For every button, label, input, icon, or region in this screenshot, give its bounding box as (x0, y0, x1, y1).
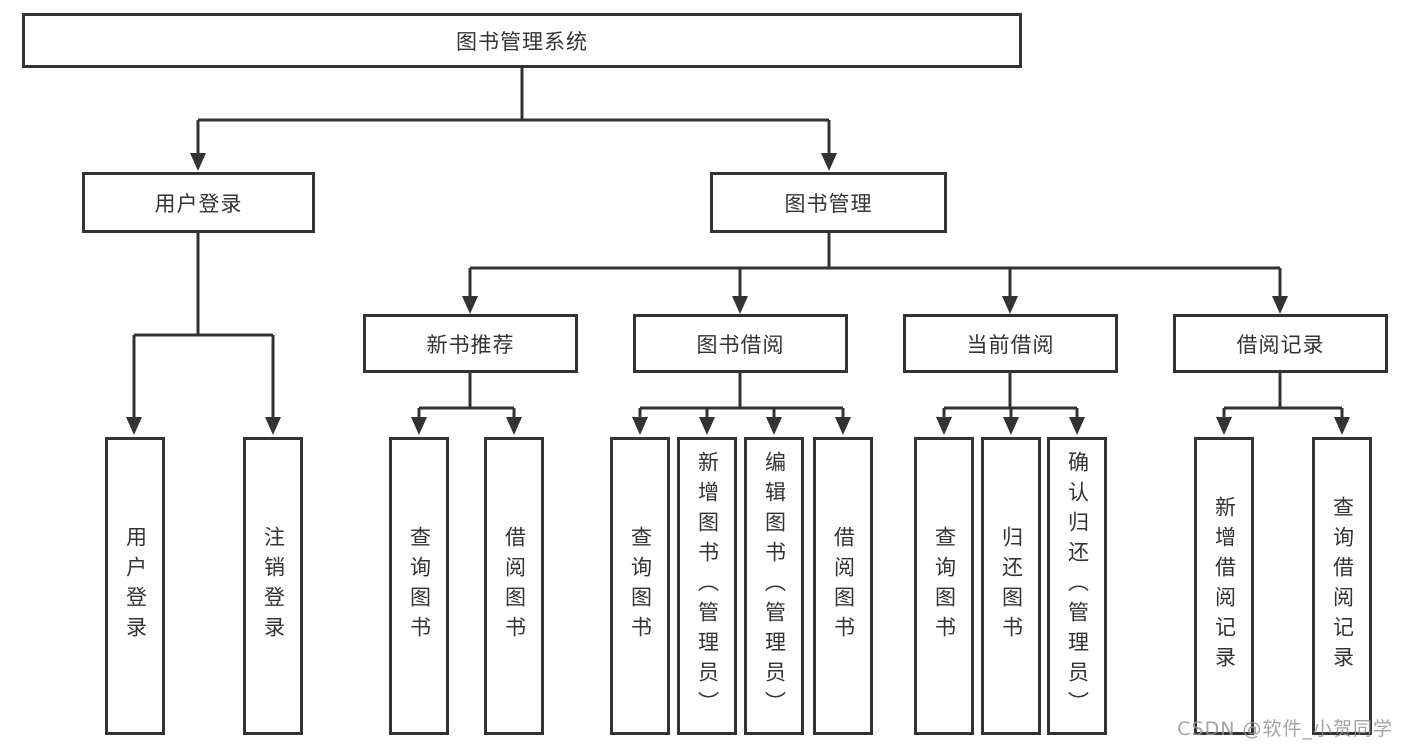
leaf-current-query-books: 查询图书 (914, 437, 974, 735)
leaf-borrowing-edit-books-admin: 编辑图书（管理员） (744, 437, 804, 735)
arrowhead (265, 417, 281, 435)
arrowhead (821, 153, 837, 171)
node-root-system-label: 图书管理系统 (456, 29, 588, 54)
leaf-records-add-record-label: 新增借阅记录 (1212, 496, 1237, 676)
arrowhead (732, 296, 748, 314)
leaf-recommend-query-books-label: 查询图书 (407, 526, 432, 646)
leaf-records-query-record: 查询借阅记录 (1312, 437, 1372, 735)
leaf-borrowing-query-books: 查询图书 (610, 437, 670, 735)
leaf-logout-label: 注销登录 (261, 526, 286, 646)
leaf-current-confirm-return-admin: 确认归还（管理员） (1047, 437, 1107, 735)
node-borrowing-records-label: 借阅记录 (1236, 332, 1325, 357)
leaf-records-add-record: 新增借阅记录 (1194, 437, 1254, 735)
leaf-current-query-books-label: 查询图书 (932, 526, 957, 646)
leaf-borrowing-edit-books-admin-label: 编辑图书（管理员） (762, 451, 787, 721)
leaf-recommend-borrow-books-label: 借阅图书 (502, 526, 527, 646)
arrowhead (1002, 296, 1018, 314)
node-new-book-recommend: 新书推荐 (363, 314, 578, 373)
node-current-borrowing-label: 当前借阅 (966, 332, 1055, 357)
arrowheads (126, 153, 1350, 435)
leaf-records-query-record-label: 查询借阅记录 (1330, 496, 1355, 676)
arrowhead (936, 417, 952, 435)
edge-root-to-level2 (196, 68, 831, 167)
leaf-borrowing-query-books-label: 查询图书 (628, 526, 653, 646)
leaf-borrowing-borrow-books: 借阅图书 (813, 437, 873, 735)
leaf-logout: 注销登录 (243, 437, 303, 735)
arrowhead (1216, 417, 1232, 435)
node-user-login: 用户登录 (82, 172, 315, 233)
arrowhead (1069, 417, 1085, 435)
arrowhead (506, 417, 522, 435)
arrowhead (462, 296, 478, 314)
leaf-current-return-books: 归还图书 (981, 437, 1041, 735)
leaf-recommend-query-books: 查询图书 (389, 437, 449, 735)
edge-new-book-rec-to-leaves (417, 373, 516, 431)
arrowhead (1334, 417, 1350, 435)
leaf-borrowing-add-books-admin-label: 新增图书（管理员） (695, 451, 720, 721)
node-borrowing-records: 借阅记录 (1173, 314, 1388, 373)
edge-borrow-records-to-leaves (1222, 373, 1344, 431)
leaf-user-login-label: 用户登录 (123, 526, 148, 646)
arrowhead (699, 417, 715, 435)
arrowhead (835, 417, 851, 435)
arrowhead (1272, 296, 1288, 314)
leaf-user-login: 用户登录 (105, 437, 165, 735)
leaf-borrowing-borrow-books-label: 借阅图书 (831, 526, 856, 646)
node-current-borrowing: 当前借阅 (903, 314, 1118, 373)
leaf-borrowing-add-books-admin: 新增图书（管理员） (677, 437, 737, 735)
node-root-system: 图书管理系统 (22, 13, 1022, 68)
edge-user-login-to-leaves (132, 233, 275, 431)
node-user-login-label: 用户登录 (154, 191, 243, 216)
node-new-book-recommend-label: 新书推荐 (426, 332, 515, 357)
arrowhead (766, 417, 782, 435)
node-book-management: 图书管理 (710, 172, 947, 233)
edge-book-mgmt-to-level3 (468, 233, 1282, 310)
node-book-borrowing: 图书借阅 (633, 314, 848, 373)
arrowhead (411, 417, 427, 435)
csdn-watermark: CSDN @软件_小贺同学 (1177, 718, 1393, 740)
arrowhead (1003, 417, 1019, 435)
node-book-management-label: 图书管理 (784, 191, 873, 216)
edge-book-borrow-to-leaves (638, 373, 845, 431)
arrowhead (632, 417, 648, 435)
leaf-current-confirm-return-admin-label: 确认归还（管理员） (1065, 451, 1090, 721)
node-book-borrowing-label: 图书借阅 (696, 332, 785, 357)
arrowhead (190, 153, 206, 171)
leaf-recommend-borrow-books: 借阅图书 (484, 437, 544, 735)
leaf-current-return-books-label: 归还图书 (999, 526, 1024, 646)
arrowhead (126, 417, 142, 435)
